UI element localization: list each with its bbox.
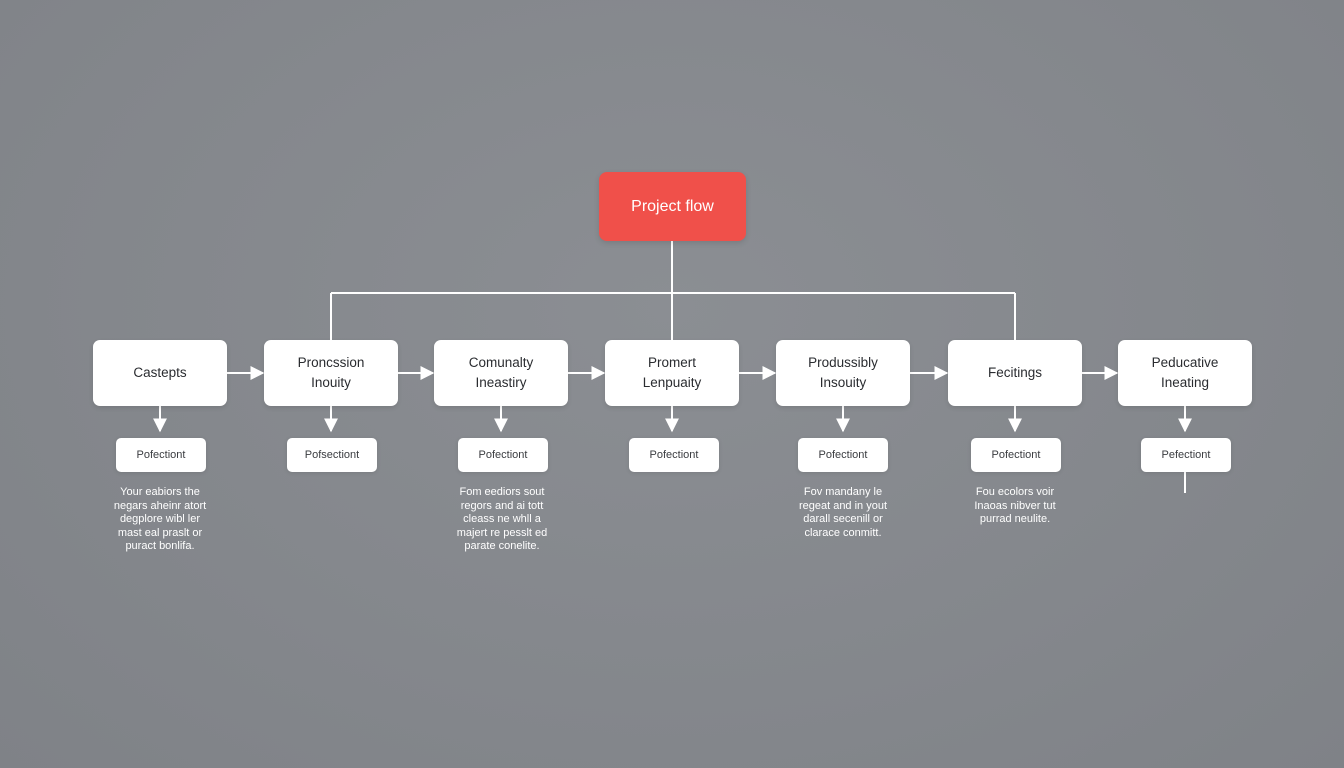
note-line: Fou ecolors voir	[975, 486, 1055, 498]
step-note: Fom eediors sout regors and ai tott clea…	[437, 486, 567, 554]
sub-node[interactable]: Pofectiont	[458, 438, 548, 472]
step-label-line: Ineastiry	[475, 375, 527, 390]
note-line: degplore wibl ler	[119, 513, 201, 525]
note-line: regors and ai tott	[460, 499, 544, 512]
note-line: regeat and in yout	[798, 499, 888, 512]
sub-node-label: Pofectiont	[818, 449, 868, 461]
note-line: purrad neulite.	[979, 513, 1051, 525]
step-node[interactable]: Produssibly Insouity	[776, 340, 910, 406]
step-label-line: Comunalty	[468, 355, 534, 370]
note-line: majert re pesslt ed	[456, 526, 548, 539]
note-line: clarace conmitt.	[804, 526, 882, 539]
sub-node[interactable]: Pofectiont	[798, 438, 888, 472]
step-node[interactable]: Fecitings	[948, 340, 1082, 406]
sub-node[interactable]: Pofsectiont	[287, 438, 377, 472]
step-note: Fou ecolors voir Inaoas nibver tut purra…	[950, 486, 1080, 527]
note-line: Inaoas nibver tut	[974, 499, 1056, 512]
sub-node-label: Pofectiont	[478, 449, 528, 461]
step-node[interactable]: Peducative Ineating	[1118, 340, 1252, 406]
note-line: cleass ne whll a	[463, 513, 541, 525]
note-line: parate conelite.	[464, 540, 540, 552]
note-line: mast eal praslt or	[117, 526, 203, 539]
root-node-label: Project flow	[631, 197, 714, 215]
sub-node-label: Pefectiont	[1161, 449, 1211, 461]
sub-node[interactable]: Pofectiont	[116, 438, 206, 472]
note-line: Fov mandany le	[803, 486, 883, 498]
note-line: Fom eediors sout	[459, 486, 545, 498]
step-node[interactable]: Comunalty Ineastiry	[434, 340, 568, 406]
sub-node-label: Pofectiont	[991, 449, 1041, 461]
sub-node-label: Pofectiont	[136, 449, 186, 461]
step-label-line: Proncssion	[297, 355, 365, 370]
step-label-line: Ineating	[1160, 375, 1210, 390]
note-line: darall secenill or	[803, 513, 883, 525]
step-label-line: Lenpuaity	[642, 375, 702, 390]
step-label-line: Fecitings	[987, 365, 1043, 380]
step-label-line: Castepts	[133, 365, 187, 380]
step-label-line: Promert	[647, 355, 696, 370]
note-line: Your eabiors the	[120, 486, 200, 498]
step-note: Fov mandany le regeat and in yout darall…	[778, 486, 908, 540]
note-line: negars aheinr atort	[113, 499, 207, 512]
step-node[interactable]: Proncssion Inouity	[264, 340, 398, 406]
step-node[interactable]: Promert Lenpuaity	[605, 340, 739, 406]
sub-node[interactable]: Pefectiont	[1141, 438, 1231, 472]
step-label-line: Peducative	[1151, 355, 1219, 370]
sub-node-label: Pofsectiont	[304, 449, 360, 461]
sub-node[interactable]: Pofectiont	[629, 438, 719, 472]
step-label-line: Insouity	[819, 375, 867, 390]
sub-node-label: Pofectiont	[649, 449, 699, 461]
step-node[interactable]: Castepts	[93, 340, 227, 406]
sub-node[interactable]: Pofectiont	[971, 438, 1061, 472]
root-node[interactable]: Project flow	[599, 172, 746, 241]
step-label-line: Inouity	[311, 375, 351, 390]
step-note: Your eabiors the negars aheinr atort deg…	[95, 486, 225, 554]
step-label-line: Produssibly	[808, 355, 878, 370]
note-line: puract bonlifa.	[125, 540, 195, 552]
